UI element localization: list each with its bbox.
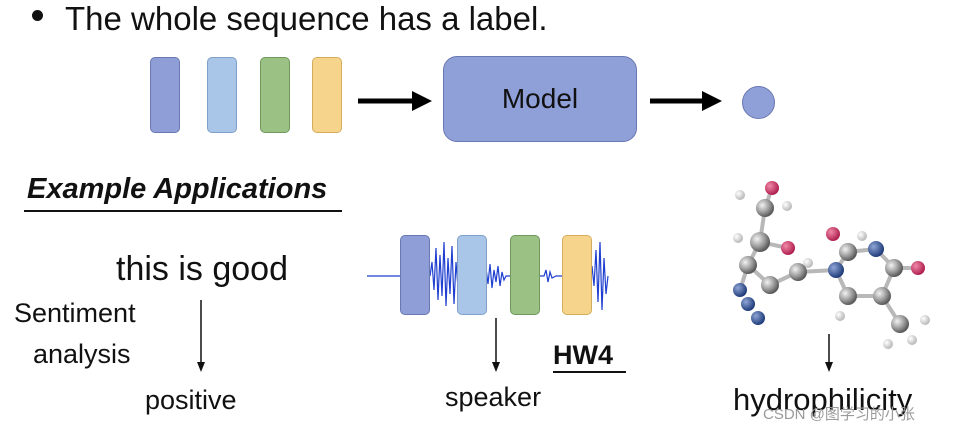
- down-arrow-speaker-icon: [492, 318, 500, 372]
- hw-underline: [553, 371, 626, 373]
- bullet-dot-icon: [32, 9, 43, 21]
- output-label-circle: [742, 86, 775, 119]
- hw-label: HW4: [553, 340, 613, 370]
- output-positive: positive: [145, 385, 237, 415]
- sentence-example: this is good: [116, 250, 288, 288]
- molecule-icon: [733, 181, 930, 349]
- model-label: Model: [501, 83, 579, 114]
- speaker-vector-2: [457, 235, 487, 315]
- watermark: CSDN @图学习的小张: [763, 406, 915, 423]
- speaker-vector-1: [400, 235, 430, 315]
- speaker-vector-4: [562, 235, 592, 315]
- output-hydrophilicity: hydrophilicity: [733, 382, 913, 417]
- input-vector-3: [260, 57, 290, 133]
- input-vector-2: [207, 57, 237, 133]
- down-arrow-molecule-icon: [825, 334, 833, 372]
- sentiment-label-line2: analysis: [33, 339, 131, 369]
- bullet-text: The whole sequence has a label.: [65, 0, 548, 37]
- input-vector-4: [312, 57, 342, 133]
- speaker-vector-3: [510, 235, 540, 315]
- arrow-from-model-icon: [650, 91, 722, 111]
- bullet-line: The whole sequence has a label.: [32, 0, 548, 38]
- input-vector-1: [150, 57, 180, 133]
- down-arrow-sentiment-icon: [197, 300, 205, 372]
- example-title-underline: [24, 210, 342, 212]
- example-applications-title: Example Applications: [27, 173, 328, 205]
- sentiment-label-line1: Sentiment: [14, 298, 136, 328]
- model-box: Model: [443, 56, 637, 142]
- output-speaker: speaker: [445, 382, 542, 412]
- arrow-to-model-icon: [358, 91, 432, 111]
